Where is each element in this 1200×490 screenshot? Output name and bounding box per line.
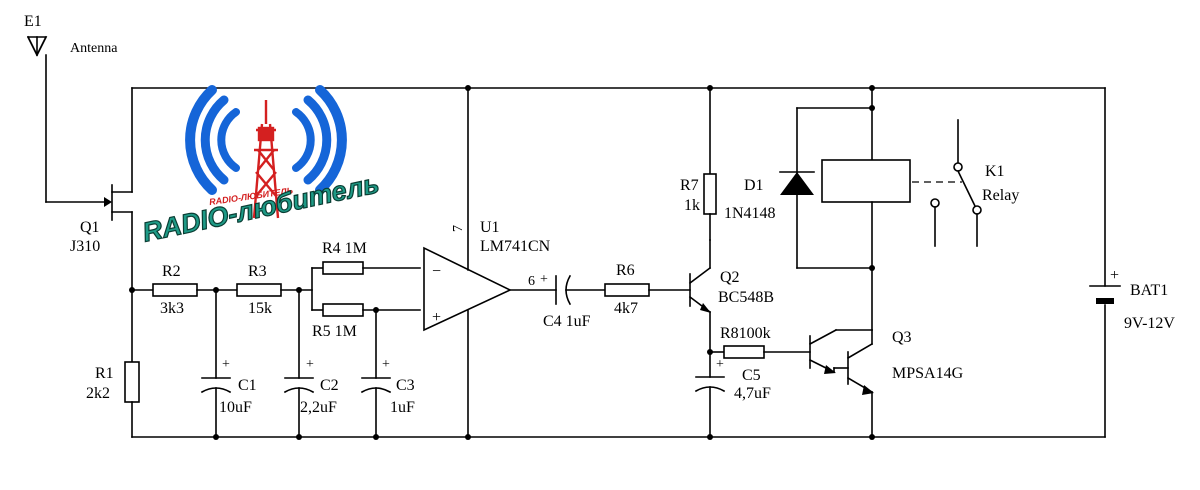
resistor-r1: R1 2k2 — [86, 289, 140, 438]
d1-value: 1N4148 — [724, 205, 776, 222]
junction-dot — [465, 85, 471, 91]
resistor-r7: R7 1k — [680, 87, 717, 241]
c2-plus: + — [306, 357, 314, 372]
k1-label: K1 — [985, 163, 1005, 180]
q2-value: BC548B — [718, 289, 774, 306]
q3-value: MPSA14G — [892, 365, 964, 382]
c1-plus: + — [222, 357, 230, 372]
d1-label: D1 — [744, 177, 764, 194]
capacitor-c3: + C3 1uF — [360, 309, 415, 438]
resistor-r5: R5 1M — [311, 303, 421, 340]
bat1-label: BAT1 — [1130, 282, 1168, 299]
q3-label: Q3 — [892, 329, 912, 346]
junction-dot — [296, 434, 302, 440]
q1-label: Q1 — [80, 219, 100, 236]
antenna-label: Antenna — [70, 41, 118, 56]
r3-label: R3 — [248, 263, 267, 280]
c4-plus: + — [540, 272, 548, 287]
bat1-value: 9V-12V — [1124, 315, 1175, 332]
e1-label: E1 — [24, 13, 42, 30]
transistor-q2: Q2 BC548B — [688, 239, 774, 353]
r3-value: 15k — [248, 300, 272, 317]
diode-d1: D1 1N4148 — [724, 107, 873, 269]
transistor-q1: Q1 J310 — [70, 87, 133, 291]
c5-plus: + — [716, 357, 724, 372]
junction-dot — [213, 434, 219, 440]
r8-label: R8100k — [720, 325, 771, 342]
capacitor-c5: + C5 4,7uF — [694, 351, 771, 438]
c1-value: 10uF — [219, 399, 252, 416]
c2-value: 2,2uF — [300, 399, 337, 416]
battery-bat1: + BAT1 9V-12V — [1089, 267, 1175, 332]
resistor-r4: R4 1M — [311, 240, 421, 311]
r7-label: R7 — [680, 177, 699, 194]
c3-label: C3 — [396, 377, 415, 394]
c4-label: C4 1uF — [543, 313, 591, 330]
junction-dot — [707, 434, 713, 440]
r7-value: 1k — [684, 197, 700, 214]
c5-value: 4,7uF — [734, 385, 771, 402]
r1-value: 2k2 — [86, 385, 110, 402]
relay-k1: K1 Relay — [821, 87, 1019, 331]
r5-label: R5 1M — [312, 323, 357, 340]
u1-label: U1 — [480, 219, 500, 236]
tower-icon — [252, 100, 280, 219]
wave-icon — [185, 85, 347, 195]
capacitor-c4: + C4 1uF — [540, 272, 606, 330]
bat1-plus: + — [1110, 267, 1119, 284]
junction-dot — [869, 105, 875, 111]
antenna-e1: E1 Antenna — [24, 13, 118, 203]
resistor-r8: R8100k — [709, 325, 811, 359]
resistor-r2: R2 3k3 — [131, 263, 238, 317]
r2-value: 3k3 — [160, 300, 184, 317]
capacitor-c2: + C2 2,2uF — [283, 289, 339, 438]
r6-value: 4k7 — [614, 300, 638, 317]
u1-plus: + — [432, 309, 441, 326]
c2-label: C2 — [320, 377, 339, 394]
r4-label: R4 1M — [322, 240, 367, 257]
pin7-label: 7 — [451, 225, 466, 232]
u1-minus: − — [432, 263, 441, 280]
r6-label: R6 — [616, 262, 635, 279]
junction-dot — [373, 434, 379, 440]
junction-dot — [707, 85, 713, 91]
c5-label: C5 — [742, 367, 761, 384]
r2-label: R2 — [162, 263, 181, 280]
r1-label: R1 — [95, 365, 114, 382]
junction-dot — [869, 434, 875, 440]
k1-value: Relay — [982, 187, 1019, 204]
capacitor-c1: + C1 10uF — [200, 289, 257, 438]
q1-value: J310 — [70, 238, 100, 255]
q2-label: Q2 — [720, 269, 740, 286]
u1-value: LM741CN — [480, 238, 551, 255]
c1-label: C1 — [238, 377, 257, 394]
c3-value: 1uF — [390, 399, 415, 416]
c3-plus: + — [382, 357, 390, 372]
junction-dot — [465, 434, 471, 440]
radio-lyubitel-logo: RADIO-ЛЮБИТЕЛЬ RADIO-любитель — [139, 85, 382, 248]
resistor-r6: R6 4k7 — [604, 262, 691, 317]
junction-dot — [869, 85, 875, 91]
junction-dot — [869, 265, 875, 271]
opamp-u1: − + 7 U1 LM741CN 6 — [423, 87, 557, 438]
pin6-label: 6 — [528, 274, 535, 289]
transistor-q3: Q3 MPSA14G — [808, 328, 964, 438]
logo-main-text: RADIO-любитель — [140, 168, 382, 247]
